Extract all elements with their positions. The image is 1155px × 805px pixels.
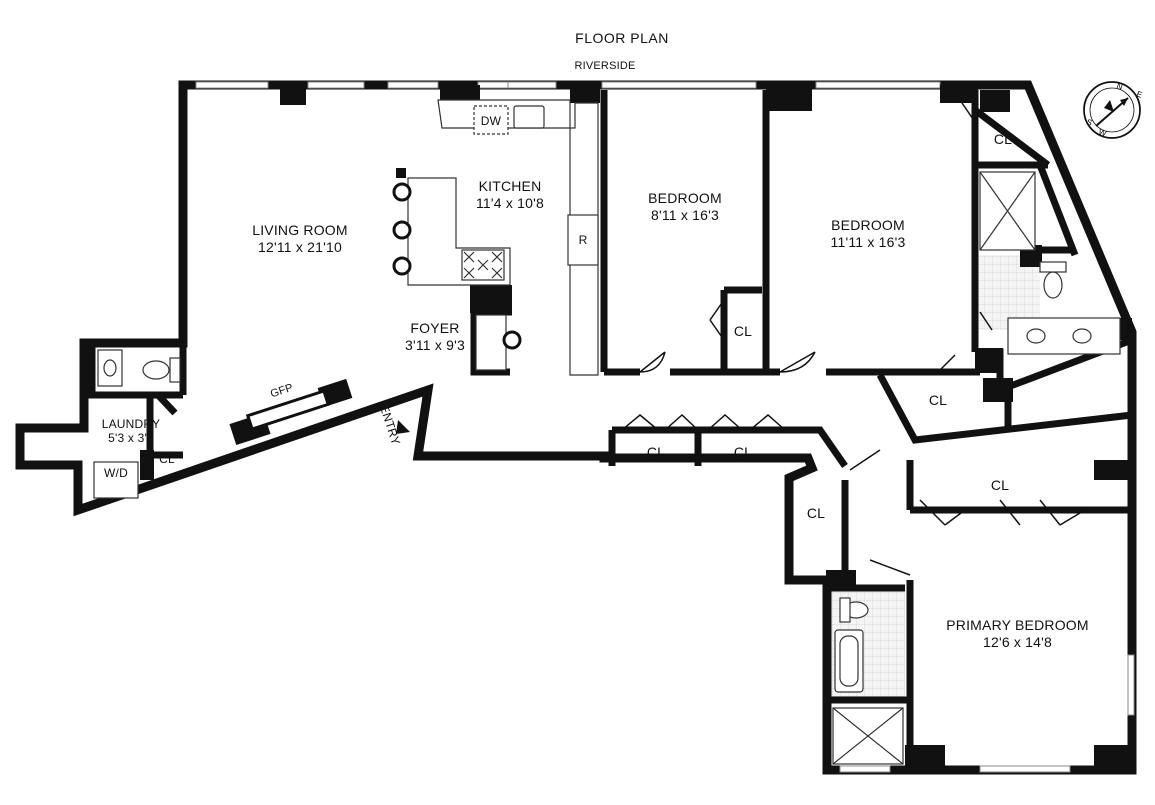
room-label-kitchen: KITCHEN 11'4 x 10'8	[450, 178, 570, 212]
dishwasher-label: DW	[480, 114, 502, 128]
room-label-foyer: FOYER 3'11 x 9'3	[385, 320, 485, 354]
bar-stools	[392, 182, 522, 350]
room-label-laundry: LAUNDRY 5'3 x 3'5	[96, 417, 166, 445]
compass-letter: W	[1097, 127, 1108, 138]
closet-label: CL	[928, 392, 948, 408]
room-dims: 12'11 x 21'10	[258, 239, 342, 255]
interior-walls	[88, 90, 1134, 770]
room-label-living: LIVING ROOM 12'11 x 21'10	[220, 222, 380, 256]
page-title: FLOOR PLAN	[575, 30, 669, 46]
room-name: LAUNDRY	[101, 417, 161, 431]
compass-letter: E	[1135, 89, 1143, 99]
closet-label: CL	[806, 505, 826, 521]
interior-piers	[140, 90, 1132, 590]
fireplace	[245, 389, 331, 431]
entry-arrow	[396, 420, 410, 434]
closet-label: CL	[990, 477, 1010, 493]
compass-icon	[1083, 81, 1141, 139]
room-dims: 12'6 x 14'8	[982, 634, 1053, 650]
closet-label: CL	[159, 452, 175, 466]
compass-letter: N	[1115, 81, 1124, 92]
room-name: BEDROOM	[648, 190, 722, 206]
room-dims: 8'11 x 16'3	[650, 207, 719, 223]
room-label-primary-bedroom: PRIMARY BEDROOM 12'6 x 14'8	[935, 617, 1100, 651]
street-label: RIVERSIDE	[574, 60, 636, 72]
room-dims: 3'11 x 9'3	[404, 337, 466, 353]
room-label-bedroom-1: BEDROOM 8'11 x 16'3	[625, 190, 745, 224]
closet-label: CL	[993, 131, 1013, 147]
room-name: BEDROOM	[831, 217, 905, 233]
refrigerator-label: R	[578, 233, 588, 247]
room-dims: 11'4 x 10'8	[475, 195, 544, 211]
room-name: LIVING ROOM	[252, 222, 348, 238]
stove-burners	[463, 251, 503, 279]
washer-dryer-label: W/D	[104, 466, 128, 480]
compass-letter: S	[1085, 117, 1093, 127]
closet-label: CL	[646, 444, 666, 460]
room-dims: 11'11 x 16'3	[830, 234, 906, 250]
wall-piers	[280, 85, 1132, 770]
kitchen-counters	[407, 99, 599, 376]
closet-label: CL	[733, 444, 753, 460]
room-name: FOYER	[410, 320, 460, 336]
bath-fixtures	[93, 171, 1121, 765]
room-label-bedroom-2: BEDROOM 11'11 x 16'3	[808, 217, 928, 251]
room-name: KITCHEN	[478, 178, 542, 194]
closet-label: CL	[733, 323, 753, 339]
doors	[621, 99, 1086, 576]
room-name: PRIMARY BEDROOM	[946, 617, 1089, 633]
room-dims: 5'3 x 3'5	[108, 431, 154, 445]
